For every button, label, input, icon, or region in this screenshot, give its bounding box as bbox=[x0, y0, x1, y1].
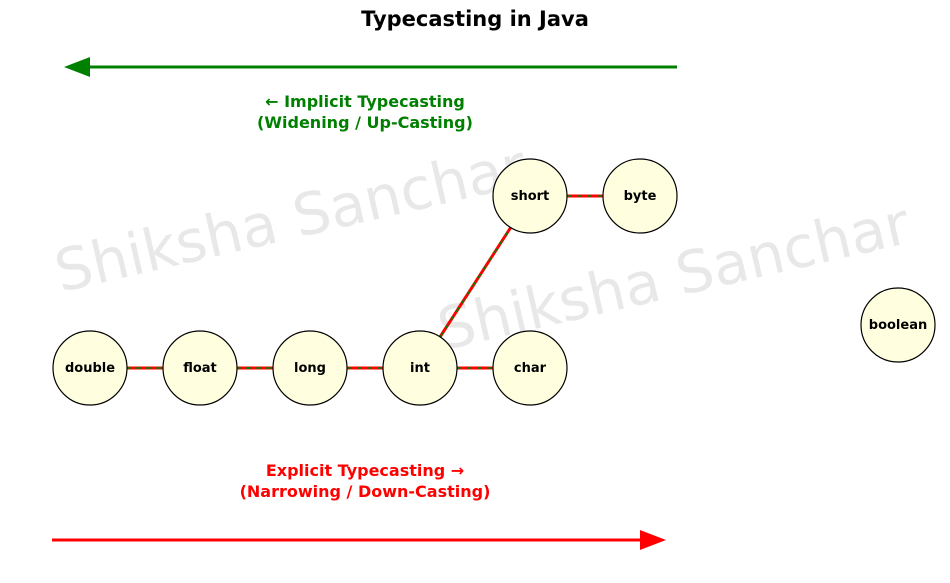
explicit-arrow bbox=[52, 530, 666, 550]
node-label-long: long bbox=[294, 361, 326, 376]
node-byte: byte bbox=[602, 158, 678, 234]
node-int: int bbox=[382, 330, 458, 406]
node-long: long bbox=[272, 330, 348, 406]
implicit-label-line2: (Widening / Up-Casting) bbox=[257, 113, 473, 132]
node-double: double bbox=[52, 330, 128, 406]
node-label-int: int bbox=[410, 361, 430, 376]
connectors bbox=[126, 194, 604, 370]
explicit-label-line1: Explicit Typecasting → bbox=[266, 461, 464, 480]
node-label-char: char bbox=[514, 361, 547, 376]
node-label-short: short bbox=[511, 189, 550, 204]
node-label-double: double bbox=[65, 361, 115, 376]
edge-int-short bbox=[438, 226, 513, 338]
node-boolean: boolean bbox=[860, 287, 936, 363]
node-short: short bbox=[492, 158, 568, 234]
node-label-float: float bbox=[183, 361, 217, 376]
diagram-title: Typecasting in Java bbox=[361, 7, 589, 31]
watermark-upper: Shiksha Sanchar bbox=[48, 131, 532, 306]
node-label-byte: byte bbox=[624, 189, 657, 204]
implicit-arrow bbox=[64, 57, 677, 77]
node-char: char bbox=[492, 330, 568, 406]
node-float: float bbox=[162, 330, 238, 406]
implicit-label-line1: ← Implicit Typecasting bbox=[265, 92, 465, 111]
node-label-boolean: boolean bbox=[869, 318, 927, 333]
explicit-label-line2: (Narrowing / Down-Casting) bbox=[240, 482, 491, 501]
